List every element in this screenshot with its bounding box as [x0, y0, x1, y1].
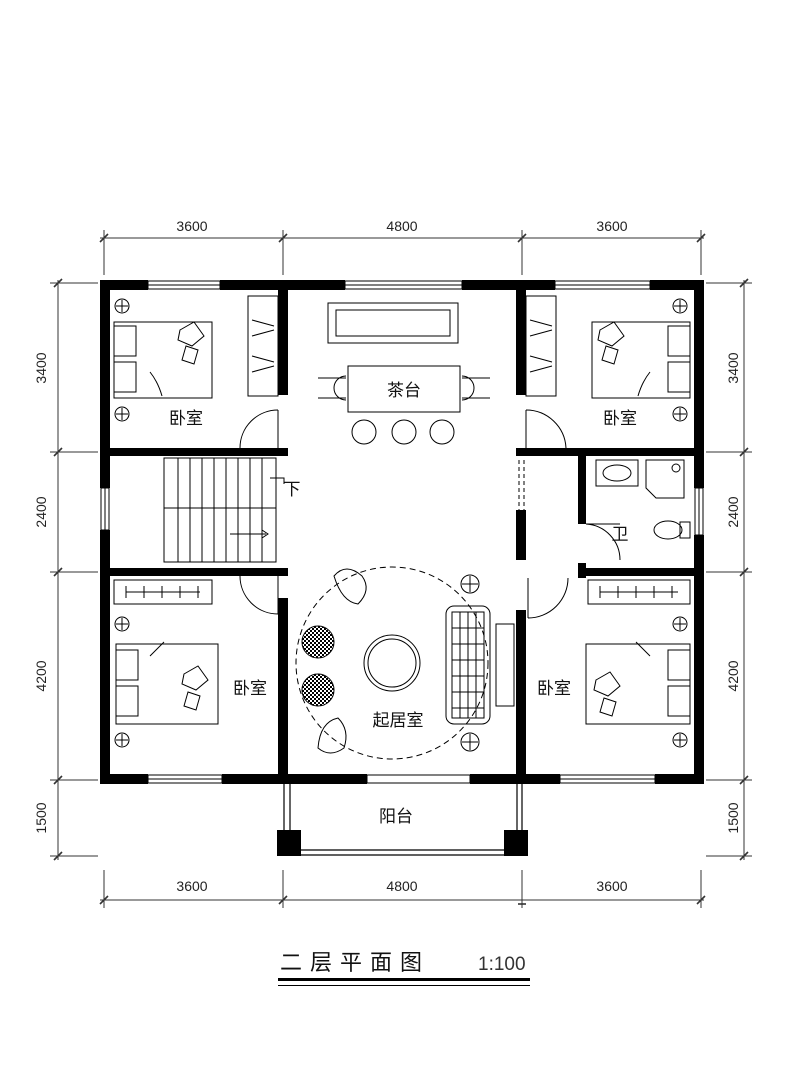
- label-living-room: 起居室: [373, 711, 424, 731]
- dim-right-4: 1500: [725, 802, 741, 833]
- dim-left-4: 1500: [33, 802, 49, 833]
- dimension-ticks: [53, 233, 749, 905]
- label-stair-down: 下: [284, 480, 301, 500]
- plan-title: 二层平面图: [280, 951, 430, 976]
- title-underline-thick: [278, 978, 530, 981]
- plant-icons: [114, 298, 688, 752]
- dim-bottom-1: 3600: [176, 878, 207, 894]
- balcony-railing: [283, 784, 523, 856]
- dim-right-2: 2400: [725, 496, 741, 527]
- ottoman-1: [301, 625, 335, 659]
- walls: [100, 280, 704, 856]
- furniture: [113, 295, 691, 760]
- label-bedroom-ne: 卧室: [603, 409, 637, 429]
- label-bedroom-nw: 卧室: [169, 409, 203, 429]
- label-bedroom-se: 卧室: [537, 679, 571, 699]
- windows: [100, 280, 704, 784]
- dim-top-1: 3600: [176, 218, 207, 234]
- title-underline-thin: [278, 985, 530, 986]
- doors: [239, 409, 621, 619]
- ottoman-2: [301, 673, 335, 707]
- label-bedroom-sw: 卧室: [233, 679, 267, 699]
- dim-left-3: 4200: [33, 660, 49, 691]
- dim-top-2: 4800: [386, 218, 417, 234]
- dim-right-1: 3400: [725, 352, 741, 383]
- plan-scale: 1:100: [478, 954, 526, 975]
- dim-left-2: 2400: [33, 496, 49, 527]
- label-bathroom: 卫: [612, 525, 629, 545]
- dim-top-3: 3600: [596, 218, 627, 234]
- dim-right-3: 4200: [725, 660, 741, 691]
- dim-bottom-3: 3600: [596, 878, 627, 894]
- dim-left-1: 3400: [33, 352, 49, 383]
- label-balcony: 阳台: [379, 807, 413, 827]
- label-tea-table: 茶台: [387, 381, 421, 401]
- dim-bottom-2: 4800: [386, 878, 417, 894]
